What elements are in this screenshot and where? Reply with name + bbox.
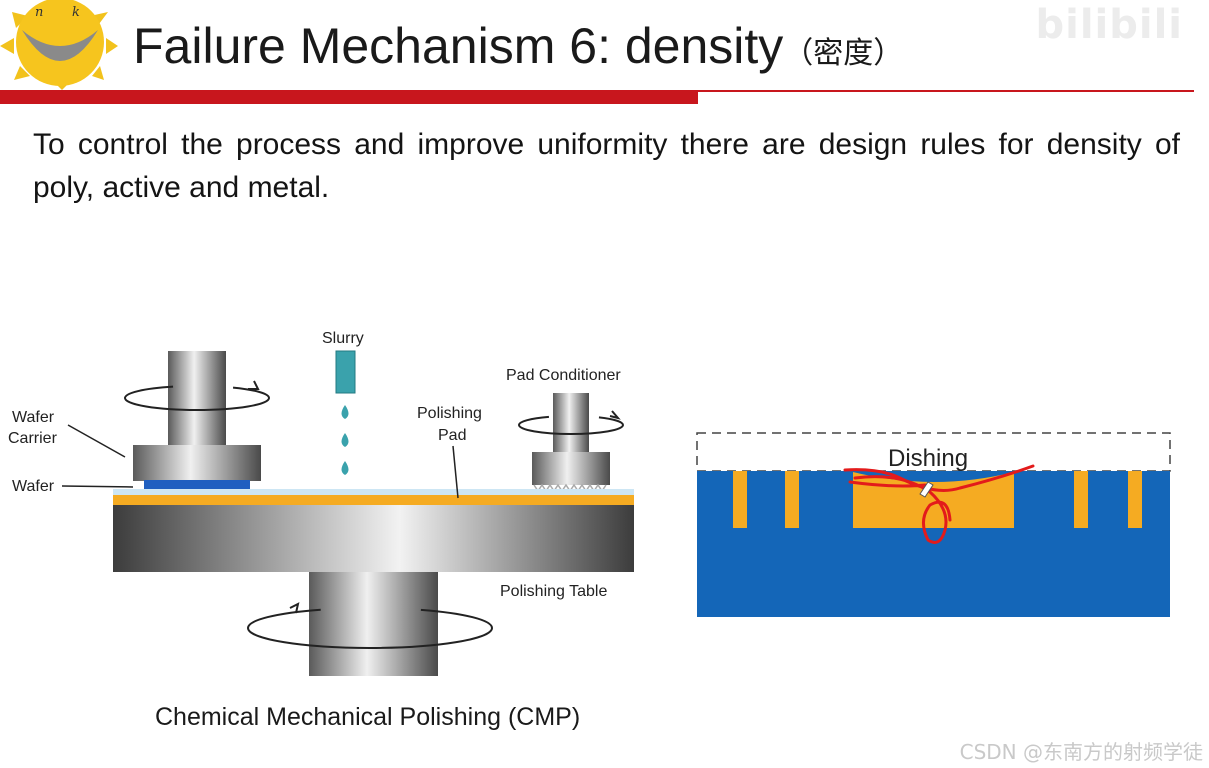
- polishing-pad: [113, 495, 634, 505]
- polishing-table-label: Polishing Table: [500, 583, 607, 600]
- page-title-text: Failure Mechanism 6: density: [133, 18, 784, 74]
- carrier-leader-line: [67, 424, 126, 458]
- logo-letter-n: n: [35, 5, 43, 20]
- title-rule-thick: [0, 90, 698, 104]
- csdn-watermark: CSDN @东南方的射频学徒: [959, 740, 1203, 764]
- slurry-film: [113, 489, 634, 495]
- sun-logo-icon: n k: [0, 0, 118, 90]
- pad-conditioner-label: Pad Conditioner: [506, 367, 621, 384]
- table-shaft: [309, 572, 438, 676]
- title-rule-thin: [698, 90, 1194, 92]
- bilibili-watermark: bilibili: [1035, 2, 1183, 48]
- slurry-drop-3: [341, 461, 349, 475]
- red-annotation-scribble: [843, 464, 1035, 544]
- polishing-table: [113, 505, 634, 572]
- conditioner-head: [532, 452, 610, 485]
- logo-letter-k: k: [72, 5, 80, 20]
- pencil-cursor-icon: [919, 481, 934, 498]
- body-paragraph: To control the process and improve unifo…: [33, 128, 1180, 204]
- cmp-caption: Chemical Mechanical Polishing (CMP): [155, 703, 581, 731]
- metal-line-3: [1074, 471, 1088, 528]
- page-title: Failure Mechanism 6: density（密度）: [133, 14, 903, 86]
- wafer-label: Wafer: [12, 478, 55, 495]
- pad-label: Pad: [438, 427, 466, 444]
- wafer-carrier-label-line2: Carrier: [8, 430, 58, 447]
- dishing-label: Dishing: [888, 445, 968, 472]
- metal-line-1: [733, 471, 747, 528]
- cmp-figure: Slurry Pad Conditioner Polishing Pad Waf…: [8, 330, 1171, 676]
- pad-leader-line: [452, 445, 459, 499]
- metal-line-4: [1128, 471, 1142, 528]
- carrier-head: [133, 445, 261, 481]
- conditioner-shaft: [553, 393, 589, 453]
- table-rotation-arrow: [247, 607, 493, 649]
- slurry-nozzle: [335, 350, 356, 394]
- slurry-drop-2: [341, 433, 349, 447]
- slurry-label: Slurry: [322, 330, 364, 347]
- carrier-rotation-arrow: [124, 385, 270, 411]
- slurry-drop-1: [341, 405, 349, 419]
- wafer: [144, 480, 250, 490]
- wafer-carrier-label-line1: Wafer: [12, 409, 55, 426]
- wafer-leader-line: [61, 485, 134, 488]
- metal-line-2: [785, 471, 799, 528]
- page-title-cn: （密度）: [783, 36, 904, 71]
- polishing-label: Polishing: [417, 405, 482, 422]
- carrier-shaft: [168, 351, 226, 447]
- conditioner-rotation-arrow: [518, 415, 624, 435]
